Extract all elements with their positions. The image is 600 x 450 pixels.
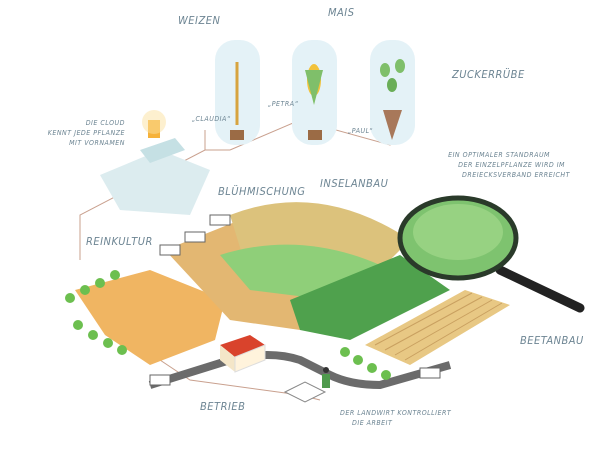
label-inselanbau: INSELANBAU (320, 177, 389, 190)
magnifier-note-line: DREIECKSVERBAND ERREICHT (462, 171, 570, 179)
label-bluehmischung: BLÜHMISCHUNG (218, 185, 306, 198)
magnifier-icon (397, 195, 585, 313)
label-reinkultur: REINKULTUR (86, 235, 153, 248)
wheat-cylinder (215, 40, 260, 145)
farmer-icon (322, 367, 330, 388)
farm-building (220, 335, 266, 373)
plant-name-paul: „PAUL“ (348, 127, 373, 135)
sugar-beet-cylinder (370, 40, 415, 145)
cloud-icon (100, 110, 210, 215)
farmer-note: DER LANDWIRT KONTROLLIERT DIE ARBEIT (340, 408, 451, 428)
farmer-note-line: DIE ARBEIT (352, 419, 393, 427)
farmer-note-line: DER LANDWIRT KONTROLLIERT (340, 409, 452, 417)
tablet-icon (283, 381, 327, 403)
beetanbau-field (365, 290, 510, 365)
cloud-note-line: MIT VORNAMEN (69, 139, 125, 147)
magnifier-note-line: EIN OPTIMALER STANDRAUM (448, 151, 550, 159)
trees (65, 270, 391, 380)
bed-rows (374, 292, 503, 361)
label-sugar-beet: ZUCKERRÜBE (452, 68, 525, 81)
label-corn: MAIS (328, 6, 355, 19)
plant-name-petra: „PETRA“ (268, 100, 299, 108)
tractors (149, 214, 441, 386)
inselanbau-field (290, 255, 450, 340)
label-betrieb: BETRIEB (200, 400, 246, 413)
label-wheat: WEIZEN (178, 14, 221, 27)
cloud-note: DIE CLOUD KENNT JEDE PFLANZE MIT VORNAME… (40, 118, 125, 148)
plant-name-claudia: „CLAUDIA“ (192, 115, 231, 123)
corn-cylinder (292, 40, 337, 145)
cloud-note-line: KENNT JEDE PFLANZE (47, 129, 125, 137)
cloud-note-line: DIE CLOUD (85, 119, 125, 127)
reinkultur-field (75, 270, 225, 365)
label-beetanbau: BEETANBAU (520, 334, 584, 347)
magnifier-note-line: DER EINZELPFLANZE WIRD IM (458, 161, 565, 169)
magnifier-note: EIN OPTIMALER STANDRAUM DER EINZELPFLANZ… (420, 150, 570, 180)
